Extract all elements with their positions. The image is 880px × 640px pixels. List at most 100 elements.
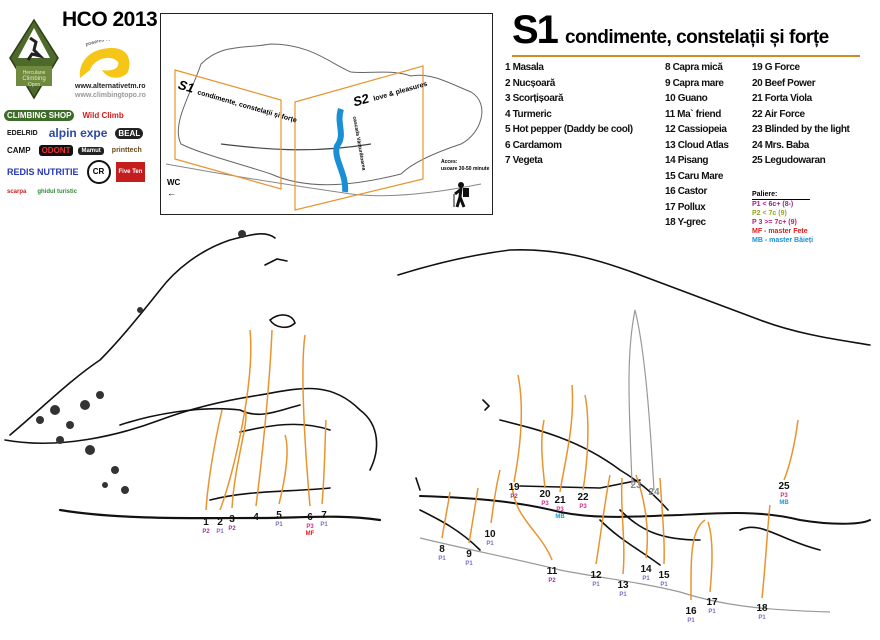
route-number-label[interactable]: 14 [640,564,652,575]
route-number-label[interactable]: 1 [203,517,209,528]
route-line-13[interactable] [620,477,625,575]
route-number-label[interactable]: 19 [508,482,520,493]
sponsor-cr: CR [86,160,111,184]
route-number: 6 [505,139,511,151]
route-name: Cardamom [512,139,562,151]
route-name: Vegeta [512,155,543,166]
route-line-9[interactable] [468,487,479,544]
legend-title: Paliere: [752,190,810,200]
route-line-22[interactable] [582,394,589,491]
route-number: 19 [752,62,763,73]
route-line-1[interactable] [205,409,223,511]
route-line-7[interactable] [321,419,327,505]
route-line-20[interactable] [541,419,546,489]
rock-outline [499,419,669,511]
route-number-label[interactable]: 11 [547,566,558,577]
url-alternative[interactable]: www.alternativetm.ro [75,83,146,90]
route-number-label[interactable]: 17 [706,597,718,608]
ground-line [419,537,831,613]
grade-legend: Paliere: P1 < 6c+ (8-)P2 < 7c (9)P 3 >= … [752,190,813,245]
ground-line [58,508,382,522]
route-line-15[interactable] [659,477,665,565]
route-grade-label: P1 [660,582,668,588]
sponsor-ghidul-turistic: ghidul turistic [37,189,78,195]
route-number-label[interactable]: 13 [617,580,629,591]
route-number-label[interactable]: 2 [217,517,223,528]
route-name: Mrs. Baba [764,139,810,151]
route-line-18[interactable] [761,504,771,599]
ledge [519,479,641,489]
route-line-8[interactable] [441,491,451,539]
route-master-tag: MB [779,500,789,506]
route-number-label[interactable]: 5 [276,510,282,521]
route-list-item: 19 G Force [752,60,850,76]
event-title: HCO 2013 [62,8,158,31]
route-number: 3 [505,93,511,104]
legend-item-p2: P2 < 7c (9) [752,210,787,217]
route-number-label[interactable]: 15 [658,570,670,581]
route-list-item: 23 Blinded by the light [752,122,850,138]
legend-item-p3: P 3 >= 7c+ (9) [752,219,797,226]
svg-text:powered by: powered by [85,40,112,48]
route-grade-label: P1 [438,556,446,562]
route-name: Nucșoară [512,77,556,89]
route-list-item: 17 Pollux [665,200,729,216]
route-line-6[interactable] [302,334,311,507]
route-line-11[interactable] [511,484,553,561]
sector-name: condimente, constelații și forțe [564,27,829,48]
route-number: 24 [752,139,763,151]
route-line-19[interactable] [513,374,523,483]
route-line-10[interactable] [490,469,501,524]
route-number-label[interactable]: 20 [539,489,551,500]
route-line-3[interactable] [231,409,247,509]
route-number-label[interactable]: 9 [466,549,472,560]
route-line-12[interactable] [595,474,611,565]
route-grade-label: P1 [708,609,716,615]
route-grade-label: P3 [306,524,314,530]
route-line-4[interactable] [255,329,273,507]
route-line-5[interactable] [278,434,288,505]
route-number: 9 [665,77,671,89]
rock-outline [4,394,261,445]
route-line-23 [628,309,655,491]
route-name: Hot pepper (Daddy be cool) [512,124,634,135]
route-list-item: 11 Ma` friend [665,107,729,123]
title-divider [512,55,860,57]
route-number-label[interactable]: 7 [321,510,327,521]
route-number-label[interactable]: 24 [648,487,660,498]
rock-outline [9,233,276,436]
url-climbingtopo[interactable]: www.climbingtopo.ro [75,92,146,99]
route-number: 15 [665,170,676,182]
route-number-label[interactable]: 21 [554,495,566,506]
route-line-21[interactable] [559,384,574,493]
route-line-16[interactable] [690,519,706,601]
route-line-2[interactable] [219,329,252,511]
route-name: Ma` friend [677,108,721,120]
route-number-label[interactable]: 22 [577,492,589,503]
route-number: 11 [665,108,675,120]
route-number-label[interactable]: 25 [778,481,790,492]
route-number-label[interactable]: 6 [307,512,313,523]
route-line-14[interactable] [635,474,649,559]
route-number-label[interactable]: 18 [756,603,768,614]
route-number-label[interactable]: 16 [685,606,697,617]
route-number-label[interactable]: 4 [253,512,259,523]
hiker-icon [453,182,469,208]
sponsor-five-ten: Five Ten [115,162,146,182]
route-line-25[interactable] [783,419,799,481]
route-number-label[interactable]: 3 [229,514,235,525]
route-grade-label: P3 [579,504,587,510]
sponsor-edelrid: EDELRID [7,129,38,137]
sector-code: S1 [512,8,559,52]
route-name: G Force [764,62,800,73]
route-name: Cloud Atlas [677,139,729,151]
route-number: 12 [665,124,676,135]
route-number-label[interactable]: 12 [590,570,602,581]
route-name: Turmeric [512,108,552,120]
route-number-label[interactable]: 8 [439,544,445,555]
route-number-label[interactable]: 10 [484,529,496,540]
ledge [209,487,331,501]
route-number-label[interactable]: 23 [630,480,642,491]
route-line-17[interactable] [707,521,713,593]
